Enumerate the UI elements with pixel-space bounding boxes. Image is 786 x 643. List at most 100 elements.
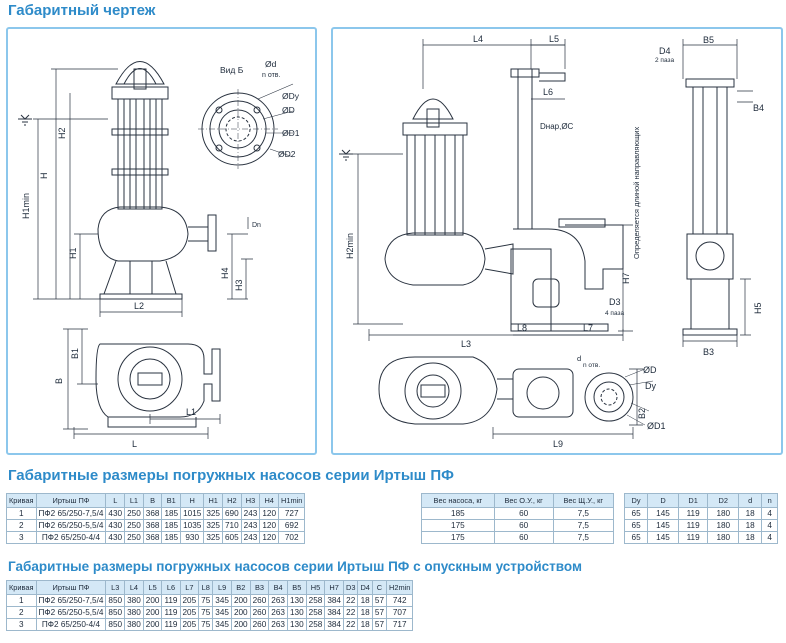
- dim-b4: B4: [753, 103, 764, 113]
- dim-l8: L8: [517, 323, 527, 333]
- table-cell: 175: [421, 531, 495, 544]
- table-header-cell: Вес О.У., кг: [493, 493, 554, 508]
- table-cell: 368: [142, 531, 163, 544]
- dim-b5: B5: [703, 35, 714, 45]
- label-dy: ØDy: [282, 91, 300, 101]
- table-cell: 65: [623, 519, 649, 532]
- table-cell: 702: [278, 531, 306, 544]
- table-cell: 60: [493, 519, 554, 532]
- table-header-cell: L: [105, 493, 126, 508]
- table-cell: 707: [385, 606, 414, 619]
- table-cell: ПФ2 65/250-4/4: [35, 618, 107, 631]
- table-cell: 180: [707, 519, 740, 532]
- label-n-otv: n отв.: [262, 72, 281, 79]
- table-header-cell: L7: [179, 580, 200, 595]
- table-cell: 690: [222, 507, 242, 520]
- dim-b: B: [54, 378, 64, 384]
- table-cell: 180: [707, 507, 740, 520]
- table-cell: 250: [124, 519, 144, 532]
- dim-l5: L5: [549, 34, 559, 44]
- table-cell: 250: [124, 507, 144, 520]
- table-cell: 325: [203, 531, 223, 544]
- table-cell: 120: [259, 519, 280, 532]
- table-cell: ПФ2 65/250-7,5/4: [35, 594, 107, 607]
- table-cell: 205: [179, 594, 200, 607]
- pump-side-view: [384, 98, 514, 286]
- dim-l6: L6: [543, 87, 553, 97]
- dim-b1: B1: [70, 348, 80, 359]
- table-cell: 1: [6, 507, 37, 520]
- table-cell: 4: [761, 507, 778, 520]
- four-holes: 4 паза: [605, 310, 624, 317]
- table-cell: 145: [647, 507, 679, 520]
- table-header-cell: Dy: [623, 493, 649, 508]
- table-cell: 185: [161, 519, 182, 532]
- label-d: Ød: [265, 59, 277, 69]
- table-cell: 345: [212, 606, 232, 619]
- table-cell: 75: [198, 618, 214, 631]
- table-header-cell: Вес насоса, кг: [421, 493, 495, 508]
- table-header-cell: L1: [124, 493, 144, 508]
- table-cell: 145: [647, 531, 679, 544]
- table-cell: 727: [278, 507, 306, 520]
- table-device-title: Габаритные размеры погружных насосов сер…: [8, 559, 582, 574]
- pump-top-view: [95, 343, 221, 428]
- table-cell: 200: [142, 606, 163, 619]
- table-cell: 243: [240, 519, 261, 532]
- table-cell: 692: [278, 519, 306, 532]
- table-cell: 119: [161, 606, 181, 619]
- table-cell: 3: [6, 531, 37, 544]
- table-cell: 200: [142, 594, 163, 607]
- table-header-cell: B3: [249, 580, 270, 595]
- table-cell: 850: [105, 594, 126, 607]
- table-cell: 384: [324, 618, 344, 631]
- dim-h1min: H1min: [21, 193, 31, 219]
- table-header-cell: Вес Щ.У., кг: [552, 493, 615, 508]
- dim-b2: B2: [637, 408, 647, 419]
- table-cell: 325: [203, 519, 223, 532]
- table-cell: 263: [268, 618, 288, 631]
- dim-d3: D3: [609, 297, 621, 307]
- table-cell: 22: [342, 618, 359, 631]
- dimension-lines-rails: [682, 39, 753, 347]
- dim-h4: H4: [220, 267, 230, 279]
- table-header-cell: D2: [707, 493, 740, 508]
- table-cell: 18: [738, 531, 763, 544]
- table-header-cell: Кривая: [6, 580, 37, 595]
- table-cell: 57: [371, 606, 388, 619]
- table-header-cell: H3: [240, 493, 261, 508]
- table-header-cell: L8: [198, 580, 214, 595]
- table-cell: 430: [105, 531, 126, 544]
- table-header-cell: H1min: [278, 493, 306, 508]
- dim-h2: H2: [57, 127, 67, 139]
- table-cell: 384: [324, 594, 344, 607]
- table-header-cell: L5: [142, 580, 163, 595]
- table-cell: 742: [385, 594, 414, 607]
- discharge-elbow: [510, 68, 624, 332]
- dim-l9: L9: [553, 439, 563, 449]
- table-header-cell: B4: [268, 580, 288, 595]
- table-header-cell: C: [371, 580, 388, 595]
- table-cell: 22: [342, 606, 359, 619]
- table-cell: 717: [385, 618, 414, 631]
- table-cell: 260: [249, 606, 270, 619]
- table-cell: ПФ2 65/250-4/4: [35, 531, 107, 544]
- dim-h2min: H2min: [345, 233, 355, 259]
- dim-dnap: Dнар,ØC: [540, 122, 574, 131]
- dim-l2: L2: [134, 301, 144, 311]
- dim-l4: L4: [473, 34, 483, 44]
- drawing-title: Габаритный чертеж: [8, 2, 156, 19]
- table-header-cell: L6: [161, 580, 181, 595]
- guide-rails-view: [682, 78, 738, 336]
- table-cell: 185: [421, 507, 495, 520]
- dim-dn: Dn: [252, 222, 261, 229]
- dim-l7: L7: [583, 323, 593, 333]
- table-cell: 57: [371, 594, 388, 607]
